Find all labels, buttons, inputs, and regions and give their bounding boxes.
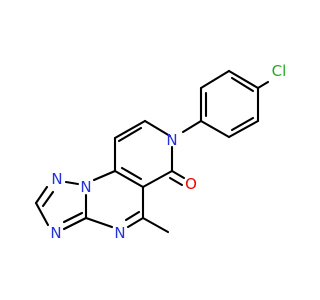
- bond-cme-n: [126, 216, 145, 229]
- bond-c9a-c5a-double: [120, 166, 143, 181]
- bond-nbridge-c9a: [92, 169, 117, 182]
- bond-c9a-c5a: [113, 169, 145, 189]
- bond-c5a-co: [141, 169, 174, 189]
- bond-ring-inner-1: [230, 76, 255, 93]
- bond-n-ch: [143, 119, 172, 138]
- bonds: [34, 69, 270, 234]
- atom-label-n-pyrimidine: N: [114, 224, 125, 242]
- atom-label-n-triazole-bottom: N: [50, 224, 61, 242]
- bond-ring-5: [227, 119, 260, 139]
- bond-ring-4: [199, 119, 231, 139]
- atom-labels: Cl N O N N N N: [50, 62, 286, 242]
- bond-nbridge-ntop: [64, 180, 80, 186]
- bond-cl-ring: [256, 80, 270, 90]
- atom-label-n-bridgehead: N: [80, 178, 91, 196]
- atom-label-chlorine: Cl: [272, 62, 287, 80]
- bond-ring-1: [227, 69, 260, 90]
- chemical-structure-diagram: Cl N O N N N N: [34, 62, 286, 242]
- bond-ntop-ch-double: [41, 190, 55, 208]
- bond-cme-n-double: [124, 210, 141, 222]
- bond-nbottom-c3a: [62, 216, 88, 231]
- bond-ch-ch-double: [117, 126, 143, 143]
- bond-carbonyl-1: [170, 169, 186, 180]
- bond-n-c3a: [84, 216, 114, 229]
- bond-ring-2: [199, 69, 231, 90]
- bond-ring-inner-3: [230, 116, 255, 132]
- atom-label-n-triazole-top: N: [51, 170, 62, 188]
- atom-label-oxygen: O: [185, 175, 197, 193]
- bond-n-aryl: [181, 119, 203, 134]
- bond-carbonyl-2: [168, 176, 184, 187]
- bond-ntop-ch: [34, 185, 49, 205]
- atom-label-n-pyridinone: N: [166, 131, 177, 149]
- bond-methyl: [141, 216, 170, 234]
- bond-ch-nbottom: [34, 201, 50, 227]
- bond-ch-ch: [113, 119, 147, 140]
- bond-nbottom-c3a-double: [62, 211, 84, 224]
